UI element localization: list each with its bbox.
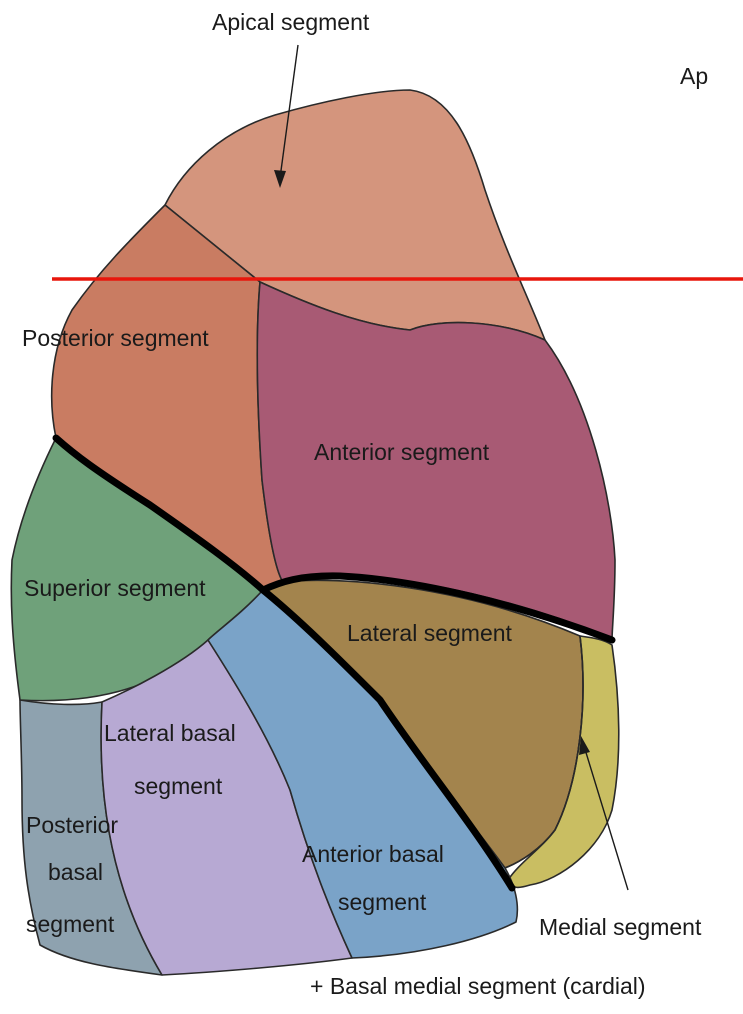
posterior-segment-label: Posterior segment — [22, 325, 209, 351]
anterior-segment-label: Anterior segment — [314, 439, 490, 465]
medial-segment-label: Medial segment — [539, 914, 702, 940]
posterior-basal-label-line2: basal — [48, 859, 103, 885]
posterior-basal-label-line3: segment — [26, 911, 115, 937]
apical-segment-label: Apical segment — [212, 9, 370, 35]
lateral-basal-label-line2: segment — [134, 773, 223, 799]
lateral-segment-label: Lateral segment — [347, 620, 513, 646]
apical-cut-label: Ap — [680, 63, 708, 89]
lateral-basal-label-line1: Lateral basal — [104, 720, 236, 746]
posterior-basal-label-line1: Posterior — [26, 812, 118, 838]
anterior-basal-label-line1: Anterior basal — [302, 841, 444, 867]
superior-segment-label: Superior segment — [24, 575, 206, 601]
basal-medial-footnote: + Basal medial segment (cardial) — [310, 973, 646, 999]
anterior-basal-label-line2: segment — [338, 889, 427, 915]
